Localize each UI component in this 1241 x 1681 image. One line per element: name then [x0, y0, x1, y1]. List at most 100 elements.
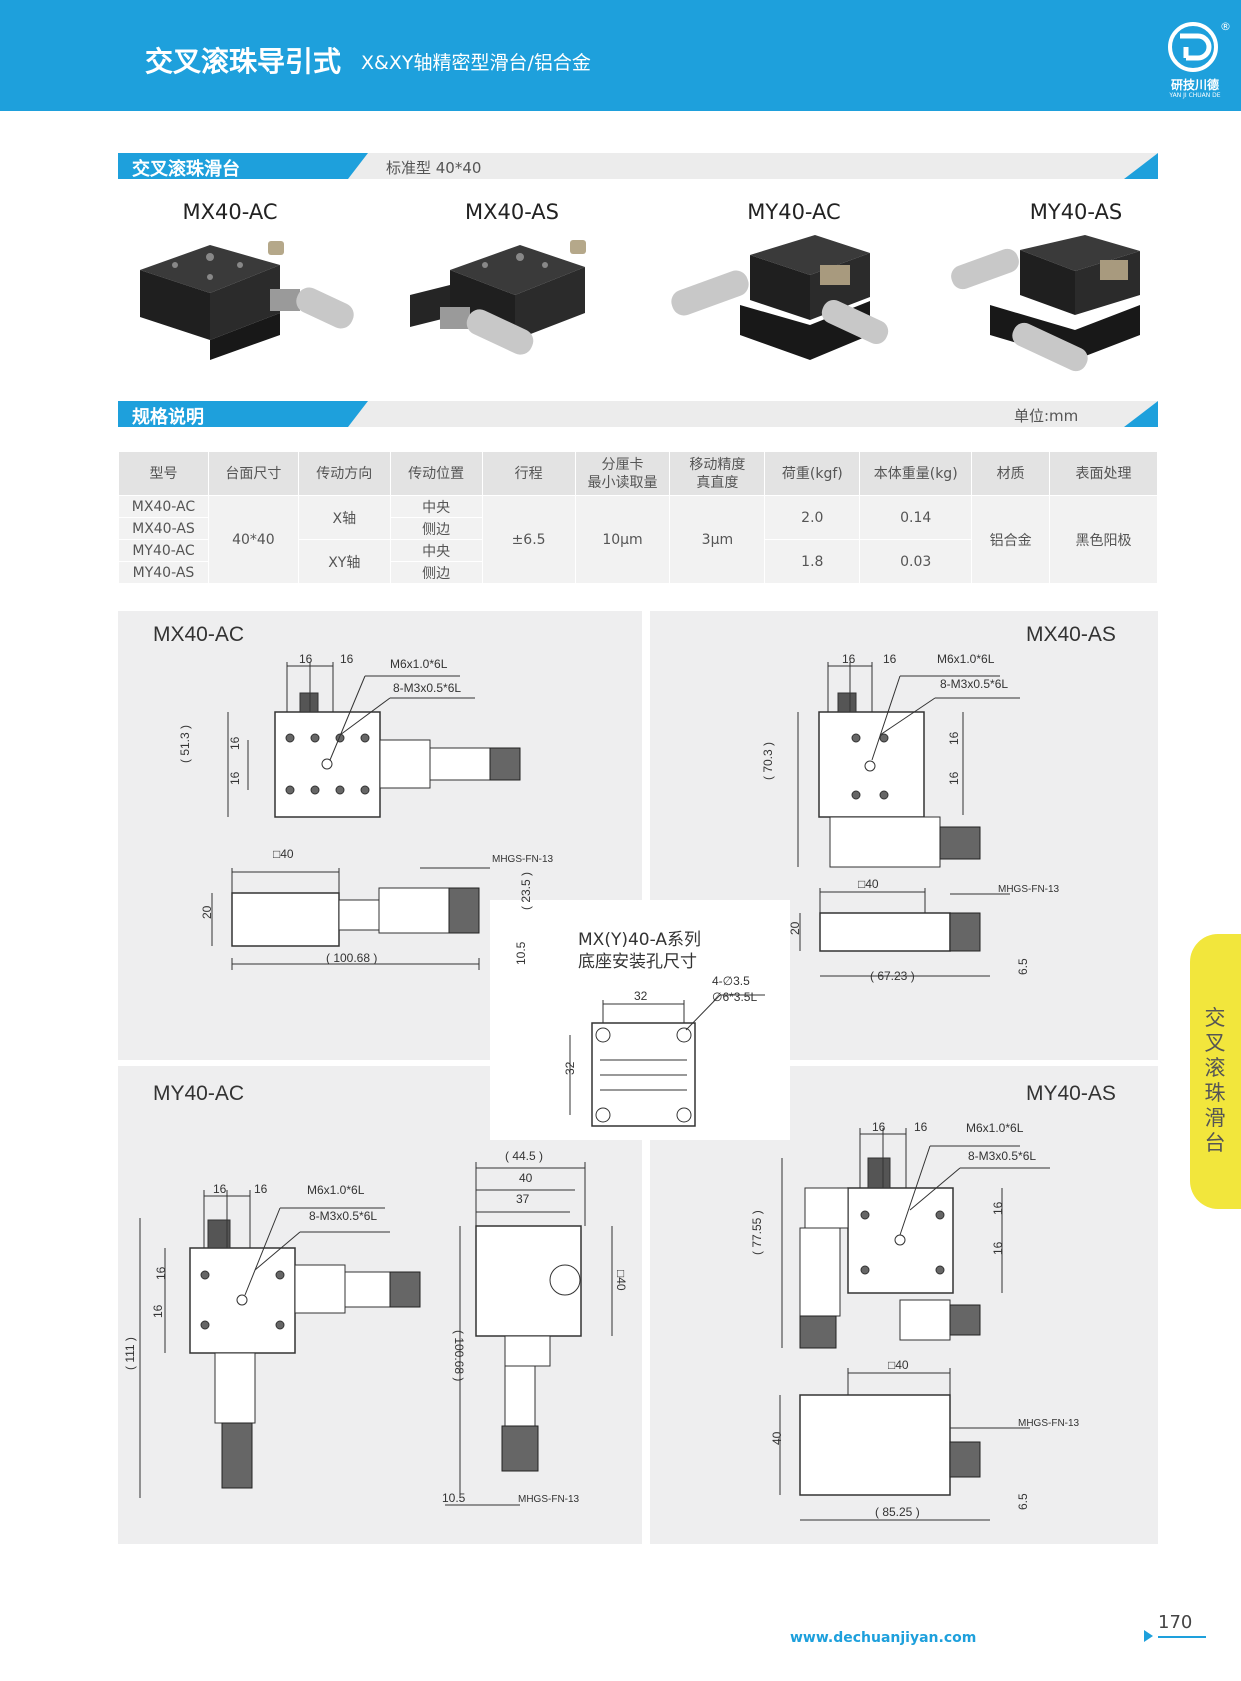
- dim-text: 16: [154, 1266, 168, 1280]
- dim-text: □40: [888, 1358, 909, 1372]
- dim-text: 16: [228, 736, 242, 750]
- brand-logo: ® 研技川德 YAN JI CHUAN DE: [1160, 14, 1231, 99]
- dim-text: M6x1.0*6L: [307, 1183, 365, 1197]
- dim-text: 8-M3x0.5*6L: [940, 677, 1008, 691]
- model-label-mx40-ac: MX40-AC: [182, 200, 278, 224]
- base-hole-title: MX(Y)40-A系列 底座安装孔尺寸: [578, 929, 701, 973]
- my40-ac-top-view: [139, 1190, 421, 1498]
- mx40-as-top-view: [797, 662, 1020, 868]
- dim-text: 8-M3x0.5*6L: [968, 1149, 1036, 1163]
- dim-text: 16: [991, 1241, 1005, 1255]
- table-row: MX40-AC 40*40 X轴 中央 ±6.5 10μm 3μm 2.0 0.…: [118, 495, 1158, 584]
- cell-model: MY40-AS: [118, 561, 209, 584]
- dim-text: □40: [858, 877, 879, 891]
- cell-dir: XY轴: [297, 539, 391, 584]
- th-acc-line1: 移动精度: [689, 456, 746, 473]
- section-note: 标准型 40*40: [386, 159, 482, 177]
- dim-text: 16: [872, 1120, 886, 1134]
- my40-as-top-view: [781, 1128, 1050, 1349]
- section-bar-spec: 规格说明 单位:mm: [118, 401, 1158, 427]
- dim-text: M6x1.0*6L: [966, 1121, 1024, 1135]
- dim-text: ( 111 ): [123, 1337, 137, 1370]
- product-photo-my40-ac: [671, 235, 889, 360]
- section-bar-products: 交叉滚珠滑台 标准型 40*40: [118, 153, 1158, 179]
- model-label-my40-as: MY40-AS: [1029, 200, 1123, 224]
- dim-text: □40: [273, 847, 294, 861]
- dim-text: 8-M3x0.5*6L: [309, 1209, 377, 1223]
- page-header: 交叉滚珠导引式 X&XY轴精密型滑台/铝合金 ® 研技川德 YAN JI CHU…: [0, 0, 1241, 111]
- dim-text: 16: [254, 1182, 268, 1196]
- dim-text: 32: [634, 989, 648, 1003]
- section-tag: 规格说明: [118, 401, 368, 427]
- page-subtitle: X&XY轴精密型滑台/铝合金: [361, 52, 591, 74]
- section-tag: 交叉滚珠滑台: [118, 153, 368, 179]
- th-acc: 移动精度真直度: [669, 451, 766, 496]
- cell-load: 2.0: [764, 495, 861, 540]
- logo-registered-mark: ®: [1220, 20, 1231, 33]
- unit-note: 单位:mm: [1014, 407, 1079, 425]
- cell-model: MY40-AC: [118, 539, 209, 562]
- dim-text: 4-∅3.5: [712, 974, 750, 988]
- th-acc-line2: 真直度: [696, 474, 739, 491]
- mx40-ac-top-view: [227, 662, 521, 818]
- page-title: 交叉滚珠导引式: [145, 45, 342, 78]
- dim-text: M6x1.0*6L: [390, 657, 448, 671]
- cell-dir: X轴: [297, 495, 391, 540]
- cell-pos: 中央: [389, 539, 483, 562]
- cell-pos: 侧边: [389, 517, 483, 540]
- dim-text: MHGS-FN-13: [1018, 1418, 1080, 1429]
- dim-text: MHGS-FN-13: [518, 1494, 580, 1505]
- base-hole-title-line1: MX(Y)40-A系列: [578, 930, 701, 950]
- section-tag-label: 规格说明: [132, 407, 204, 428]
- page-number: 170: [1158, 1612, 1193, 1633]
- dim-text: □40: [614, 1270, 628, 1291]
- dim-text: 16: [299, 652, 313, 666]
- drawing-title-my40-ac: MY40-AC: [153, 1082, 245, 1105]
- footer-url[interactable]: www.dechuanjiyan.com: [790, 1630, 977, 1646]
- dim-text: ( 85.25 ): [875, 1505, 920, 1519]
- th-size: 台面尺寸: [207, 451, 299, 496]
- dim-text: 16: [340, 652, 354, 666]
- dimension-labels: 16 16 M6x1.0*6L 8-M3x0.5*6L ( 51.3 ) 16 …: [123, 652, 1080, 1519]
- dim-text: 20: [200, 905, 214, 919]
- dim-text: 10.5: [442, 1491, 466, 1505]
- cell-surface: 黑色阳极: [1049, 495, 1158, 584]
- cell-stroke: ±6.5: [481, 495, 576, 584]
- dim-text: MHGS-FN-13: [492, 854, 554, 865]
- dim-text: 10.5: [514, 941, 528, 965]
- th-dir: 传动方向: [297, 451, 391, 496]
- model-label-mx40-as: MX40-AS: [464, 200, 560, 224]
- th-load: 荷重(kgf): [764, 451, 861, 496]
- side-tab-label: 交叉滚珠滑台: [1204, 1006, 1226, 1155]
- mx40-as-side-view: [799, 888, 1010, 977]
- table-row: MX40-AS 侧边: [118, 517, 1158, 540]
- dim-text: 16: [914, 1120, 928, 1134]
- section-tag-label: 交叉滚珠滑台: [132, 159, 240, 180]
- cell-weight: 0.14: [859, 495, 973, 540]
- dim-text: ( 44.5 ): [505, 1149, 543, 1163]
- dim-text: 8-M3x0.5*6L: [393, 681, 461, 695]
- th-model: 型号: [118, 451, 209, 496]
- dim-text: ( 67.23 ): [870, 969, 915, 983]
- dim-text: 16: [883, 652, 897, 666]
- table-row: MY40-AS 侧边: [118, 561, 1158, 584]
- cell-pos: 中央: [389, 495, 483, 518]
- dim-text: 32: [563, 1061, 577, 1075]
- dim-text: 16: [228, 771, 242, 785]
- footer-arrow-icon: [1144, 1630, 1153, 1642]
- cell-size: 40*40: [207, 495, 299, 584]
- logo-en-text: YAN JI CHUAN DE: [1169, 92, 1221, 99]
- dim-text: 37: [516, 1192, 530, 1206]
- dim-text: ( 100.68 ): [452, 1330, 466, 1381]
- base-hole-title-line2: 底座安装孔尺寸: [578, 952, 697, 972]
- mx40-ac-side-view: [211, 867, 490, 970]
- cell-model: MX40-AC: [118, 495, 209, 518]
- model-label-my40-ac: MY40-AC: [747, 200, 841, 224]
- dim-text: ∅6*3.5L: [712, 990, 757, 1004]
- cell-mic: 10μm: [574, 495, 671, 584]
- dim-text: ( 100.68 ): [326, 951, 377, 965]
- th-surface: 表面处理: [1049, 451, 1158, 496]
- dim-text: ( 77.55 ): [750, 1210, 764, 1255]
- dim-text: M6x1.0*6L: [937, 652, 995, 666]
